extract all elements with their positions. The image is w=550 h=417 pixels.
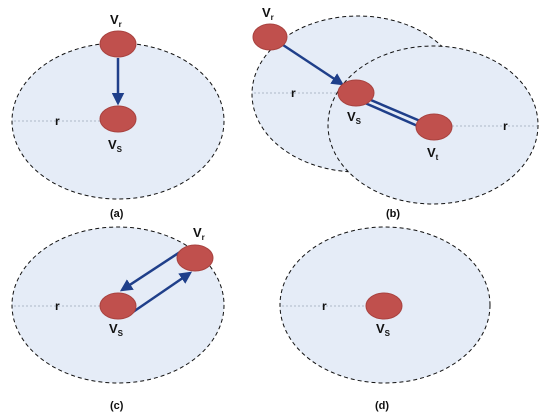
node-vs-label: VS	[347, 109, 362, 126]
node-vr	[252, 23, 288, 51]
node-vt-label: Vt	[427, 145, 439, 162]
node-vs	[99, 292, 137, 320]
node-vr	[176, 244, 214, 272]
panel-caption: (b)	[386, 208, 400, 220]
panel-caption: (a)	[110, 208, 124, 220]
radius-label: r	[55, 299, 60, 313]
node-vs-label: VS	[376, 321, 391, 338]
node-vr-label: Vr	[262, 5, 274, 22]
node-vs	[365, 292, 403, 320]
node-vt	[415, 113, 453, 141]
node-vr-label: Vr	[193, 225, 205, 242]
radius-label: r	[322, 299, 327, 313]
arrow-vr-to-vs	[119, 250, 181, 292]
arrow-vs-to-vr	[132, 271, 193, 314]
panel-caption: (d)	[375, 400, 389, 412]
panel-b: r r Vr VS Vt (b)	[251, 5, 539, 220]
panel-caption: (c)	[110, 400, 124, 412]
radius-label-vt: r	[503, 119, 508, 133]
node-vs-label: VS	[108, 137, 123, 154]
radius-label-vs: r	[291, 86, 296, 100]
node-vs-label: VS	[109, 321, 124, 338]
arrow-vr-to-vs	[282, 43, 345, 86]
node-vs	[337, 79, 375, 107]
panel-c: r Vr VS (c)	[11, 225, 225, 412]
panel-a: r Vr VS (a)	[11, 12, 225, 220]
node-vr-label: Vr	[110, 12, 122, 29]
node-vs	[99, 105, 137, 133]
node-vr	[99, 30, 137, 58]
panel-d: r VS (d)	[279, 226, 491, 412]
radius-label: r	[55, 114, 60, 128]
